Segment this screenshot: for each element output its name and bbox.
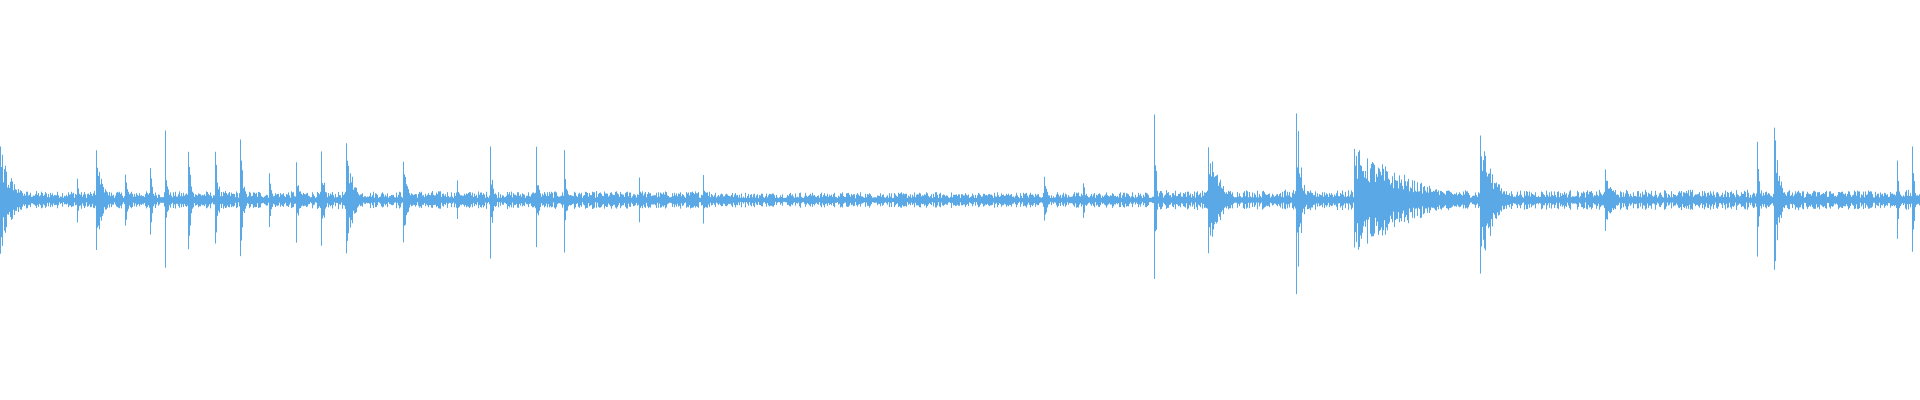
- waveform-path: [0, 113, 1920, 295]
